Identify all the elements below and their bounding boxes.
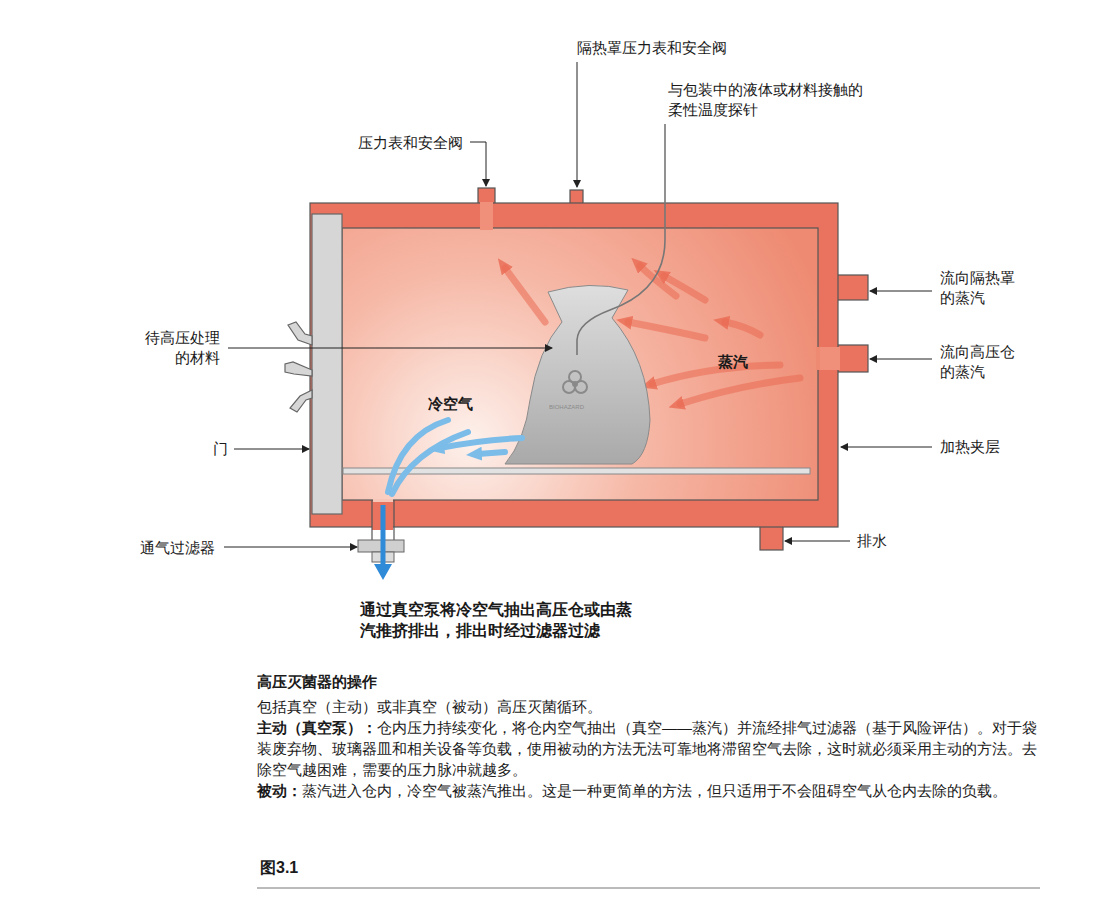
description-title: 高压灭菌器的操作 — [257, 671, 1042, 692]
note-label: 通过真空泵将冷空气抽出高压仓或由蒸汽推挤排出，排出时经过滤器过滤 — [360, 600, 645, 642]
callout-label: 流向隔热罩的蒸汽 — [940, 268, 1022, 307]
bag-print: BIOHAZARD — [549, 404, 584, 412]
pipe — [373, 499, 393, 502]
callout-label: 加热夹层 — [940, 437, 1000, 457]
description-term: 主动（真空泵）： — [257, 719, 377, 736]
flow-label: 冷空气 — [428, 394, 473, 414]
door-handle — [285, 322, 312, 412]
pipe — [480, 226, 493, 230]
cold-air-arrows — [388, 420, 522, 494]
pipe — [480, 202, 493, 230]
leader-lines — [224, 62, 932, 547]
pipe — [816, 347, 840, 370]
figure-caption: 图3.1 — [260, 858, 298, 879]
temperature-probe — [577, 124, 665, 355]
pipe — [834, 275, 868, 300]
description-text: 包括真空（主动）或非真空（被动）高压灭菌循环。 — [257, 698, 602, 715]
callout-label: 流向高压仓的蒸汽 — [940, 342, 1022, 381]
description-paragraph: 主动（真空泵）：仓内压力持续变化，将仓内空气抽出（真空——蒸汽）并流经排气过滤器… — [257, 717, 1042, 780]
callout-label: 隔热罩压力表和安全阀 — [577, 38, 727, 58]
description-text: 蒸汽进入仓内，冷空气被蒸汽推出。这是一种更简单的方法，但只适用于不会阻碍空气从仓… — [302, 782, 1007, 799]
biohazard-bag — [505, 285, 650, 464]
description-paragraph: 包括真空（主动）或非真空（被动）高压灭菌循环。 — [257, 696, 1042, 717]
description-term: 被动： — [257, 782, 302, 799]
callout-label: 待高压处理的材料 — [140, 328, 220, 367]
heating-jacket — [310, 203, 838, 527]
callout-label: 与包装中的液体或材料接触的柔性温度探针 — [668, 80, 870, 119]
exhaust-arrow — [374, 564, 392, 580]
pipe — [816, 347, 820, 370]
callout-label: 通气过滤器 — [140, 538, 215, 558]
exhaust-arrow — [381, 505, 386, 566]
callout-label: 压力表和安全阀 — [358, 133, 463, 153]
description-paragraph: 被动：蒸汽进入仓内，冷空气被蒸汽推出。这是一种更简单的方法，但只适用于不会阻碍空… — [257, 780, 1042, 801]
description-block: 高压灭菌器的操作包括真空（主动）或非真空（被动）高压灭菌循环。主动（真空泵）：仓… — [257, 671, 1042, 801]
callout-label: 门 — [213, 439, 228, 459]
door — [312, 214, 342, 514]
callout-label: 排水 — [857, 531, 887, 551]
rule — [257, 888, 1040, 889]
biohazard-symbol — [563, 371, 587, 393]
shelf — [343, 468, 810, 474]
chamber — [342, 228, 818, 500]
flow-label: 蒸汽 — [718, 352, 748, 372]
